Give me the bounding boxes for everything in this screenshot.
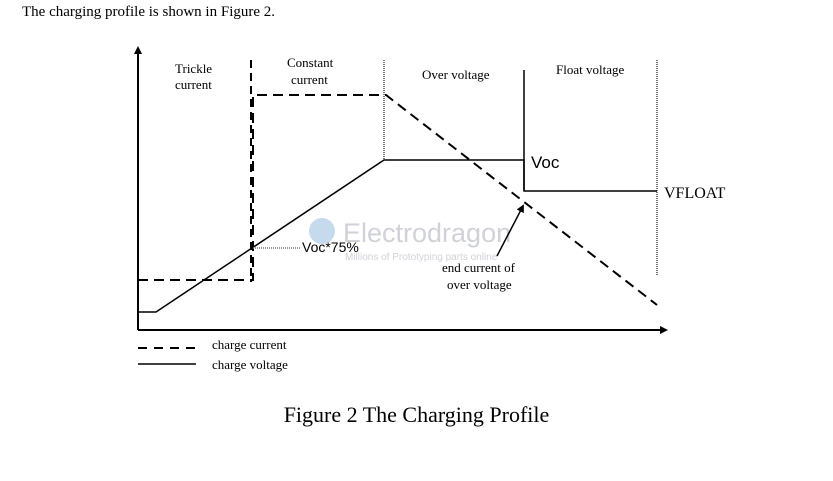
vfloat-label: VFLOAT [664,185,726,202]
figure-caption: Figure 2 The Charging Profile [283,402,550,427]
end-current-arrow [496,204,524,257]
phase-label-constant-line2: current [291,72,328,87]
phase-label-over-voltage: Over voltage [422,67,490,82]
voc75-label: Voc*75% [302,239,359,255]
watermark-logo-icon [309,218,335,244]
end-current-label-line1: end current of [442,260,516,275]
phase-label-constant-line1: Constant [287,55,334,70]
charge-voltage-curve [138,159,657,313]
legend-label-charge-current: charge current [212,337,287,352]
legend-label-charge-voltage: charge voltage [212,357,288,372]
legend: charge current charge voltage [138,337,288,372]
voc-label: Voc [531,153,560,172]
watermark: Electrodragon Millions of Prototyping pa… [309,218,511,263]
phase-label-float-voltage: Float voltage [556,62,624,77]
watermark-brand: Electrodragon [343,218,511,248]
phase-label-trickle-line2: current [175,77,212,92]
watermark-tagline: Millions of Prototyping parts online [345,252,498,263]
phase-label-trickle-line1: Trickle [175,61,212,76]
end-current-label-line2: over voltage [447,277,512,292]
charge-current-curve [138,94,658,306]
intro-text: The charging profile is shown in Figure … [22,4,276,20]
